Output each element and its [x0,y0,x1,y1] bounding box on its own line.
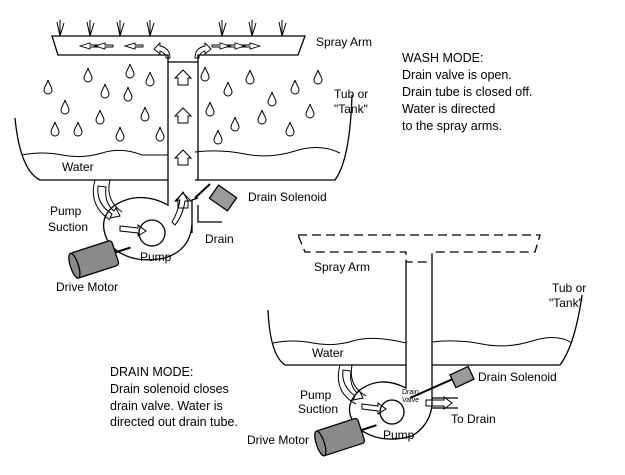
wash-mode-line-1: Drain valve is open. [402,68,512,82]
drain-valve-label-line2: Valve [402,397,419,404]
wash-tub-label-line2: "Tank" [334,102,368,116]
wash-spray-nozzles [56,20,287,37]
drain-outlet-flow-arrow [425,396,453,410]
drain-mode-title: DRAIN MODE: [110,365,193,379]
drain-spray-arm [297,234,541,263]
drain-valve-rod [409,377,456,399]
wash-water-surface [21,147,341,158]
wash-mode-line-2: Drain tube is closed off. [402,85,532,99]
drain-center-tube [405,262,433,378]
wash-tub-label-line1: Tub or [334,87,368,101]
drain-mode-description: DRAIN MODE: Drain solenoid closes drain … [110,365,238,429]
drain-spray-arm-label: Spray Arm [314,260,370,274]
drain-pump-label: Pump [383,428,415,442]
wash-mode-diagram [14,20,353,279]
drain-valve-label-line1: Drain [402,389,419,396]
wash-mode-title: WASH MODE: [402,51,483,65]
wash-pump-label: Pump [140,250,172,264]
drain-drive-motor [314,417,377,457]
drain-tub-label-line2: "Tank" [549,296,583,310]
wash-drain-label: Drain [205,232,234,246]
drain-solenoid [449,365,475,389]
drain-pump-suction-line2: Suction [298,402,338,416]
wash-water-label: Water [62,160,94,174]
drain-mode-line-3: directed out drain tube. [110,415,238,429]
to-drain-label: To Drain [451,412,496,426]
wash-tube-up-arrows [174,69,192,209]
drain-mode-line-2: drain valve. Water is [110,399,223,413]
wash-outlet-flow-arrow [171,191,189,226]
drain-drive-motor-label: Drive Motor [247,433,309,447]
drain-solenoid-label: Drain Solenoid [478,370,557,384]
wash-center-tube [167,62,199,195]
wash-drive-motor-label: Drive Motor [56,280,118,294]
wash-impeller [138,219,166,247]
drain-suction-flow-arrow [342,369,364,401]
wash-impeller-flow-arrow [119,224,147,237]
drain-mode-line-1: Drain solenoid closes [110,382,229,396]
wash-tub [14,94,353,181]
wash-mode-description: WASH MODE: Drain valve is open. Drain tu… [402,51,532,133]
drain-water-surface [272,337,573,347]
drain-impeller-flow-arrow [361,402,387,415]
wash-spray-arm-label: Spray Arm [316,35,372,49]
wash-drain-valve-rod [194,183,211,199]
drain-impeller [379,399,405,425]
wash-pump-suction-line2: Suction [48,220,88,234]
drain-pump-suction-passage [337,364,367,405]
wash-pump-suction-passage [92,179,123,221]
wash-arm-flow-arrows [78,41,262,59]
wash-drain-solenoid [208,184,238,212]
drain-mode-diagram [267,234,583,457]
wash-mode-line-3: Water is directed [402,102,495,116]
wash-drain-solenoid-label: Drain Solenoid [248,190,327,204]
wash-pump-suction-line1: Pump [50,204,82,218]
drain-tub-label-line1: Tub or [552,281,586,295]
wash-drive-motor [68,240,131,279]
drain-water-label: Water [312,346,344,360]
drain-tub [267,294,583,366]
wash-mode-line-4: to the spray arms. [402,119,502,133]
wash-drain-pipe [191,205,222,233]
wash-suction-flow-arrow [97,185,121,219]
drain-pump-suction-line1: Pump [300,388,332,402]
